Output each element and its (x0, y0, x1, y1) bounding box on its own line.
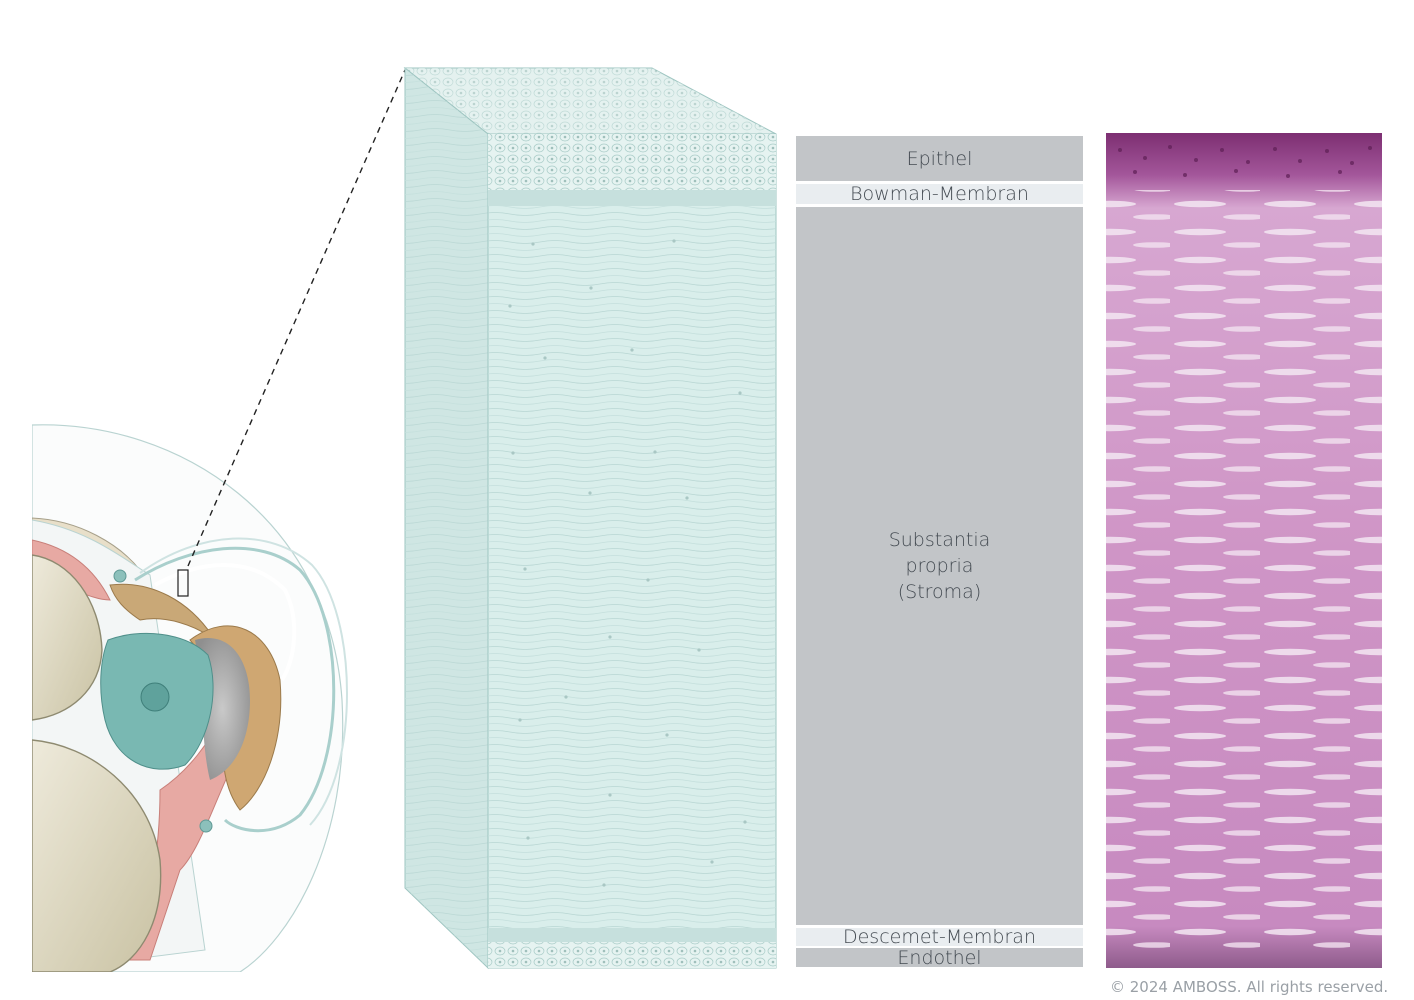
layer-descemet: Descemet-Membran (796, 926, 1083, 948)
zoom-marker (177, 569, 189, 597)
copyright-notice: © 2024 AMBOSS. All rights reserved. (1110, 978, 1389, 996)
layer-descemet-label: Descemet-Membran (842, 926, 1036, 948)
histology-image (1106, 133, 1382, 968)
cornea-tissue-block (403, 66, 777, 970)
layer-stroma: Substantia propria (Stroma) (796, 207, 1083, 925)
zoom-leader-line (187, 69, 406, 567)
layer-bowman: Bowman-Membran (796, 183, 1083, 205)
layer-epithel: Epithel (796, 136, 1083, 181)
layer-stroma-label: Substantia propria (Stroma) (888, 529, 991, 603)
layer-bowman-label: Bowman-Membran (850, 183, 1029, 205)
eye-cross-section (32, 424, 348, 972)
layer-endothel: Endothel (796, 946, 1083, 969)
layer-endothel-label: Endothel (897, 946, 982, 969)
layer-epithel-label: Epithel (906, 147, 973, 170)
